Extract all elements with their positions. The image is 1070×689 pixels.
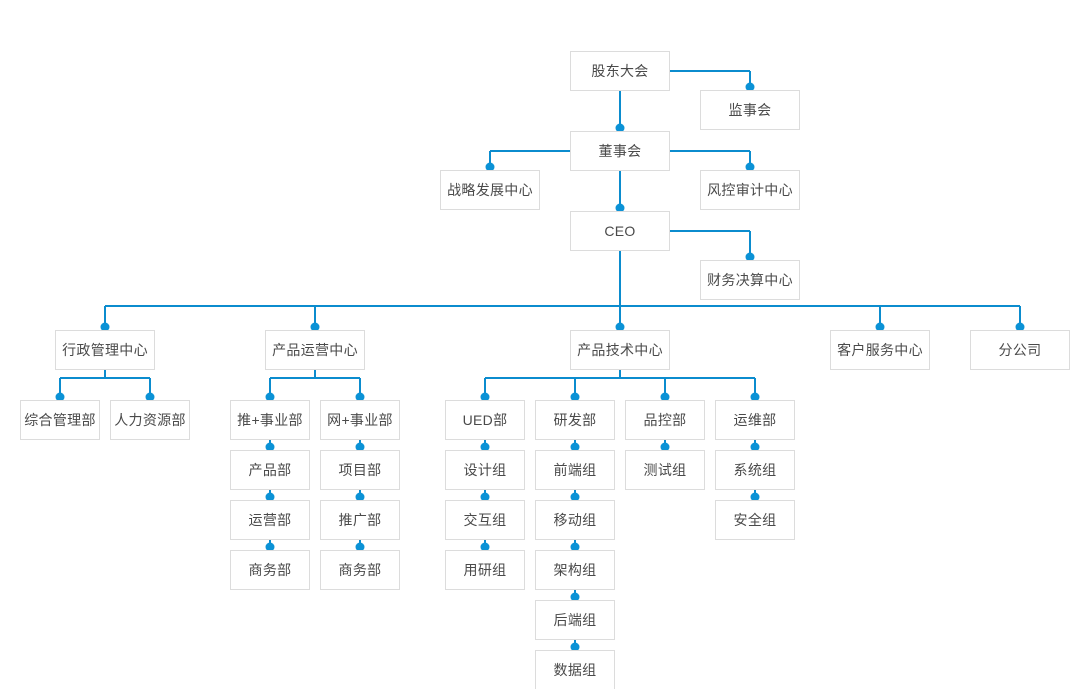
org-node-label: 网+事业部 <box>327 412 393 428</box>
org-node-label: 风控审计中心 <box>707 182 793 198</box>
org-node-n8[interactable]: 行政管理中心 <box>55 330 155 370</box>
org-node-n31[interactable]: 后端组 <box>535 600 615 640</box>
org-node-n21[interactable]: 推广部 <box>320 500 400 540</box>
org-node-n24[interactable]: 设计组 <box>445 450 525 490</box>
org-node-label: 后端组 <box>553 612 597 628</box>
org-node-label: 董事会 <box>598 143 642 159</box>
org-node-label: 推广部 <box>338 512 382 528</box>
org-node-label: 客户服务中心 <box>837 342 923 358</box>
org-node-label: 系统组 <box>733 462 777 478</box>
org-node-n23[interactable]: UED部 <box>445 400 525 440</box>
org-node-n10[interactable]: 产品技术中心 <box>570 330 670 370</box>
org-node-label: 品控部 <box>643 412 687 428</box>
org-node-n35[interactable]: 运维部 <box>715 400 795 440</box>
org-node-n27[interactable]: 研发部 <box>535 400 615 440</box>
org-node-label: 移动组 <box>553 512 597 528</box>
org-node-n7[interactable]: 财务决算中心 <box>700 260 800 300</box>
org-node-n22[interactable]: 商务部 <box>320 550 400 590</box>
org-node-label: 股东大会 <box>591 63 649 79</box>
org-node-label: 产品技术中心 <box>577 342 663 358</box>
org-node-n5[interactable]: 风控审计中心 <box>700 170 800 210</box>
org-node-n36[interactable]: 系统组 <box>715 450 795 490</box>
org-node-n33[interactable]: 品控部 <box>625 400 705 440</box>
org-node-label: 项目部 <box>338 462 382 478</box>
org-node-n18[interactable]: 商务部 <box>230 550 310 590</box>
org-node-label: 分公司 <box>998 342 1042 358</box>
org-node-label: 产品运营中心 <box>272 342 358 358</box>
org-node-label: 设计组 <box>463 462 507 478</box>
org-node-n20[interactable]: 项目部 <box>320 450 400 490</box>
org-node-label: 运营部 <box>248 512 292 528</box>
org-node-n1[interactable]: 股东大会 <box>570 51 670 91</box>
org-node-label: 产品部 <box>248 462 292 478</box>
org-node-label: 前端组 <box>553 462 597 478</box>
org-node-n37[interactable]: 安全组 <box>715 500 795 540</box>
org-node-n19[interactable]: 网+事业部 <box>320 400 400 440</box>
org-node-label: 研发部 <box>553 412 597 428</box>
org-node-n25[interactable]: 交互组 <box>445 500 525 540</box>
org-node-label: 安全组 <box>733 512 777 528</box>
org-node-n2[interactable]: 监事会 <box>700 90 800 130</box>
org-node-label: CEO <box>604 223 636 239</box>
org-node-label: 架构组 <box>553 562 597 578</box>
org-node-label: 推+事业部 <box>237 412 303 428</box>
org-node-n16[interactable]: 产品部 <box>230 450 310 490</box>
org-node-n13[interactable]: 综合管理部 <box>20 400 100 440</box>
org-node-label: UED部 <box>462 412 508 428</box>
org-node-n6[interactable]: CEO <box>570 211 670 251</box>
org-node-n30[interactable]: 架构组 <box>535 550 615 590</box>
org-node-n32[interactable]: 数据组 <box>535 650 615 689</box>
org-node-n28[interactable]: 前端组 <box>535 450 615 490</box>
org-node-n17[interactable]: 运营部 <box>230 500 310 540</box>
org-node-label: 综合管理部 <box>24 412 96 428</box>
org-node-label: 行政管理中心 <box>62 342 148 358</box>
org-node-label: 战略发展中心 <box>447 182 533 198</box>
org-node-label: 监事会 <box>728 102 772 118</box>
org-node-n29[interactable]: 移动组 <box>535 500 615 540</box>
org-node-n34[interactable]: 测试组 <box>625 450 705 490</box>
org-node-label: 测试组 <box>643 462 687 478</box>
org-node-n11[interactable]: 客户服务中心 <box>830 330 930 370</box>
org-node-label: 财务决算中心 <box>707 272 793 288</box>
org-node-label: 用研组 <box>463 562 507 578</box>
org-node-label: 交互组 <box>463 512 507 528</box>
org-node-n14[interactable]: 人力资源部 <box>110 400 190 440</box>
org-node-label: 数据组 <box>553 662 597 678</box>
org-node-label: 商务部 <box>248 562 292 578</box>
org-node-n12[interactable]: 分公司 <box>970 330 1070 370</box>
org-node-n26[interactable]: 用研组 <box>445 550 525 590</box>
org-node-n15[interactable]: 推+事业部 <box>230 400 310 440</box>
org-node-label: 人力资源部 <box>114 412 186 428</box>
org-node-n3[interactable]: 董事会 <box>570 131 670 171</box>
org-node-n4[interactable]: 战略发展中心 <box>440 170 540 210</box>
org-node-n9[interactable]: 产品运营中心 <box>265 330 365 370</box>
org-node-label: 运维部 <box>733 412 777 428</box>
org-node-label: 商务部 <box>338 562 382 578</box>
